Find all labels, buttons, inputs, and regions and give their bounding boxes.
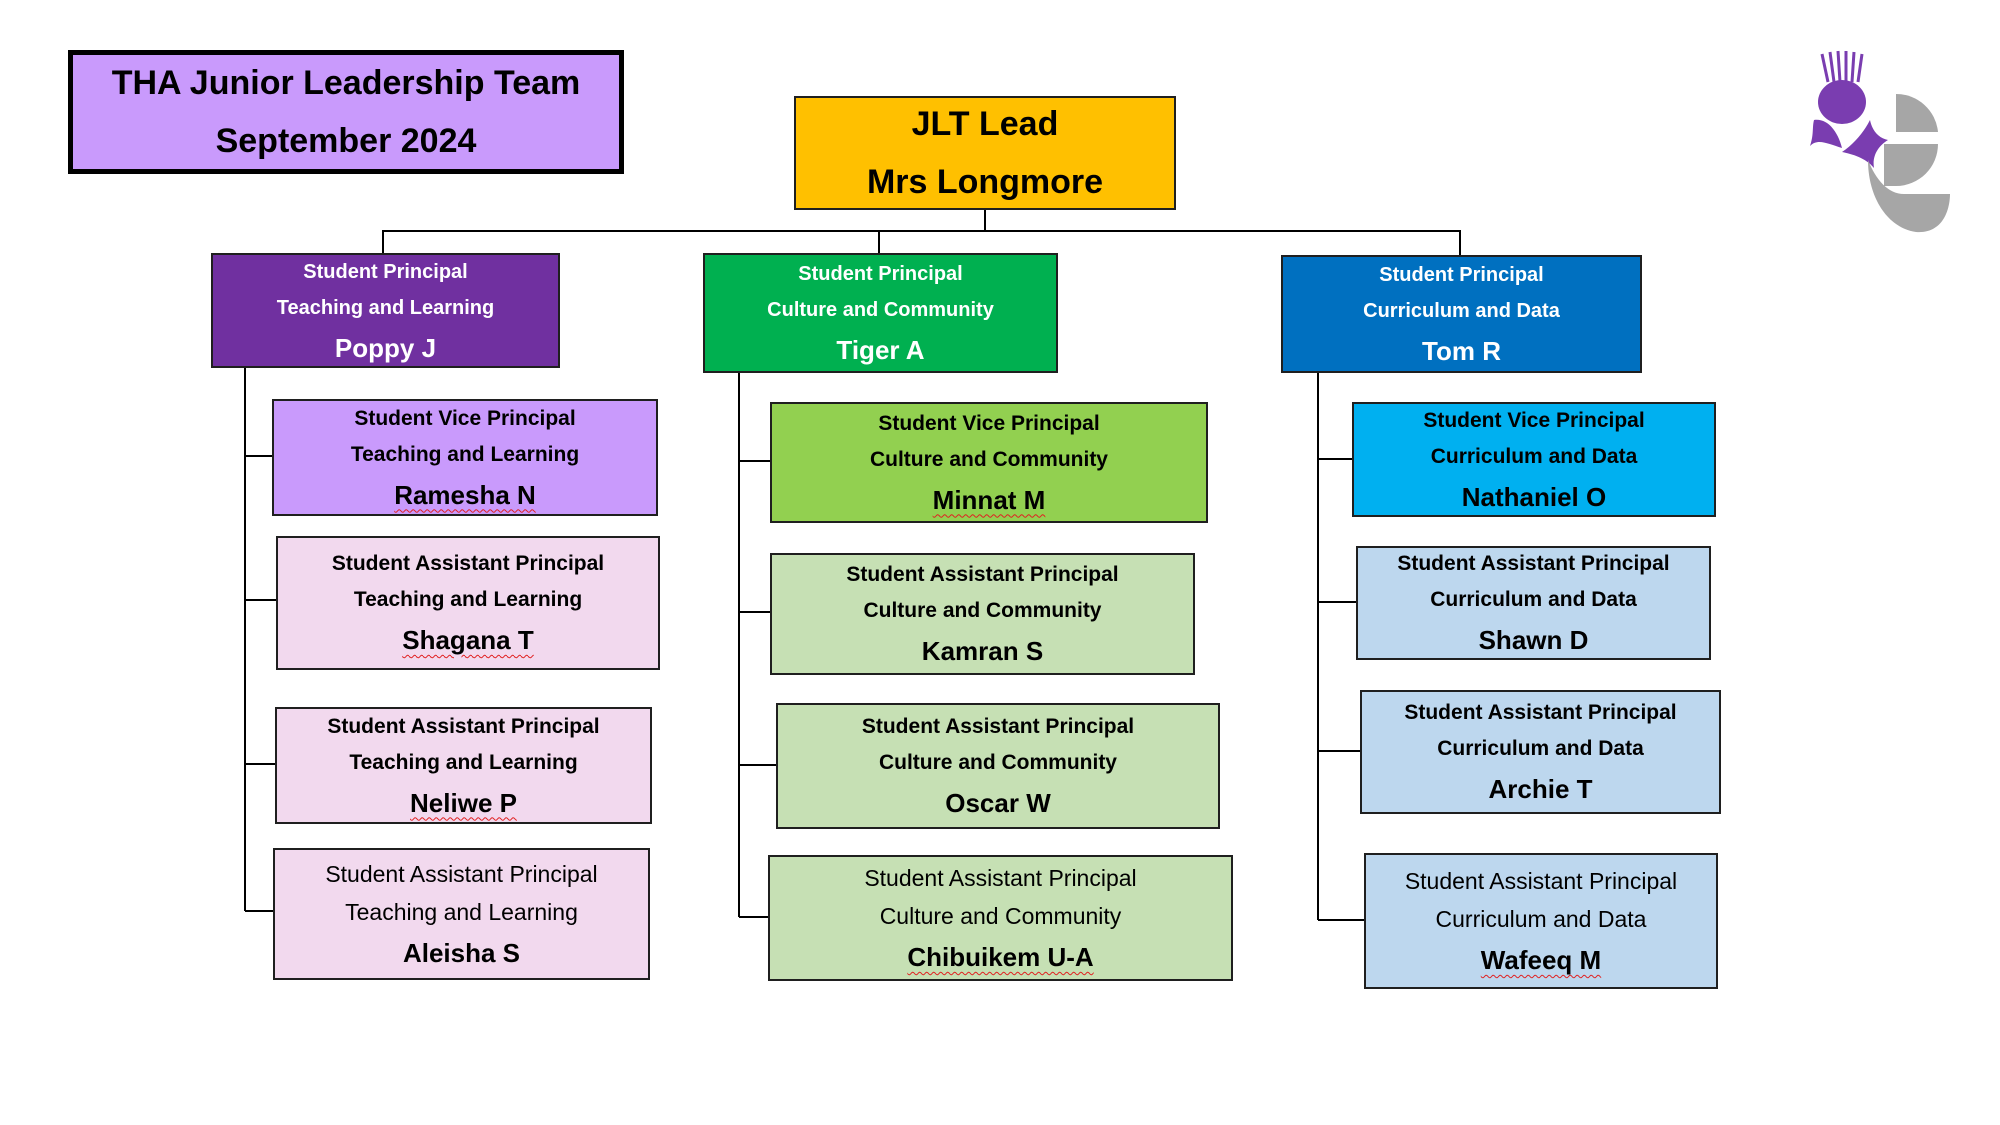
member-area: Teaching and Learning xyxy=(353,588,583,611)
member-name: Archie T xyxy=(1488,774,1593,804)
member-name: Ramesha N xyxy=(394,479,536,510)
member-area: Curriculum and Data xyxy=(1435,906,1647,932)
teaching-assistant-box-3: Student Assistant Principal Teaching and… xyxy=(273,848,650,980)
culture-principal-box: Student Principal Culture and Community … xyxy=(703,253,1058,373)
member-name: Chibuikem U-A xyxy=(907,942,1094,972)
member-role: Student Vice Principal xyxy=(878,411,1100,435)
curriculum-assistant-box-1: Student Assistant Principal Curriculum a… xyxy=(1356,546,1711,660)
member-name: Minnat M xyxy=(932,484,1046,515)
member-name: Shagana T xyxy=(402,625,534,655)
curriculum-principal-box: Student Principal Curriculum and Data To… xyxy=(1281,255,1642,373)
culture-assistant-box-1: Student Assistant Principal Culture and … xyxy=(770,553,1195,675)
teaching-assistant-box-2: Student Assistant Principal Teaching and… xyxy=(275,707,652,824)
culture-assistant-box-3: Student Assistant Principal Culture and … xyxy=(768,855,1233,981)
curriculum-principal-role: Student Principal xyxy=(1379,264,1544,286)
member-area: Teaching and Learning xyxy=(345,899,578,925)
member-role: Student Assistant Principal xyxy=(325,861,598,887)
member-role: Student Assistant Principal xyxy=(1404,868,1678,894)
culture-vice-principal-box: Student Vice Principal Culture and Commu… xyxy=(770,402,1208,523)
member-area: Curriculum and Data xyxy=(1437,737,1644,760)
member-role: Student Assistant Principal xyxy=(861,715,1135,738)
teaching-principal-role: Student Principal xyxy=(303,260,468,283)
member-name: Kamran S xyxy=(921,636,1044,666)
teaching-assistant-box-1: Student Assistant Principal Teaching and… xyxy=(276,536,660,670)
thistle-leaf-logo-icon xyxy=(1810,50,1950,233)
member-area: Teaching and Learning xyxy=(350,442,580,466)
curriculum-principal-area: Curriculum and Data xyxy=(1363,300,1560,322)
member-role: Student Vice Principal xyxy=(1423,408,1645,432)
curriculum-vice-principal-box: Student Vice Principal Curriculum and Da… xyxy=(1352,402,1716,517)
member-name: Oscar W xyxy=(945,788,1051,818)
chart-subtitle: September 2024 xyxy=(215,122,477,160)
member-area: Culture and Community xyxy=(879,903,1122,929)
culture-principal-role: Student Principal xyxy=(798,263,963,285)
member-area: Curriculum and Data xyxy=(1430,444,1638,468)
culture-principal-area: Culture and Community xyxy=(767,299,994,321)
curriculum-assistant-box-2: Student Assistant Principal Curriculum a… xyxy=(1360,690,1721,814)
culture-principal-name: Tiger A xyxy=(836,335,925,365)
member-area: Teaching and Learning xyxy=(349,750,578,774)
member-area: Culture and Community xyxy=(878,751,1117,774)
member-name: Aleisha S xyxy=(402,938,521,968)
member-role: Student Assistant Principal xyxy=(327,714,600,738)
member-role: Student Assistant Principal xyxy=(1404,701,1677,724)
member-name: Neliwe P xyxy=(410,787,517,818)
teaching-principal-name: Poppy J xyxy=(334,332,437,363)
member-area: Culture and Community xyxy=(863,599,1102,622)
curriculum-principal-name: Tom R xyxy=(1422,336,1501,366)
member-name: Wafeeq M xyxy=(1480,945,1602,975)
member-role: Student Assistant Principal xyxy=(1397,552,1670,575)
member-area: Curriculum and Data xyxy=(1430,588,1637,611)
member-area: Culture and Community xyxy=(869,447,1108,471)
culture-assistant-box-2: Student Assistant Principal Culture and … xyxy=(776,703,1220,829)
member-role: Student Vice Principal xyxy=(354,406,576,430)
curriculum-assistant-box-3: Student Assistant Principal Curriculum a… xyxy=(1364,853,1718,989)
teaching-vice-principal-box: Student Vice Principal Teaching and Lear… xyxy=(272,399,658,516)
teaching-principal-area: Teaching and Learning xyxy=(276,296,495,319)
member-role: Student Assistant Principal xyxy=(846,563,1119,586)
lead-box: JLT Lead Mrs Longmore xyxy=(794,96,1176,210)
member-name: Shawn D xyxy=(1478,625,1589,655)
principals-bus xyxy=(382,230,1461,255)
chart-title-box: THA Junior Leadership Team September 202… xyxy=(68,50,624,174)
lead-name: Mrs Longmore xyxy=(866,163,1104,201)
member-name: Nathaniel O xyxy=(1461,481,1607,512)
chart-title: THA Junior Leadership Team xyxy=(111,64,581,102)
lead-role: JLT Lead xyxy=(911,105,1059,143)
teaching-principal-box: Student Principal Teaching and Learning … xyxy=(211,253,560,368)
member-role: Student Assistant Principal xyxy=(864,865,1137,891)
member-role: Student Assistant Principal xyxy=(331,552,605,575)
